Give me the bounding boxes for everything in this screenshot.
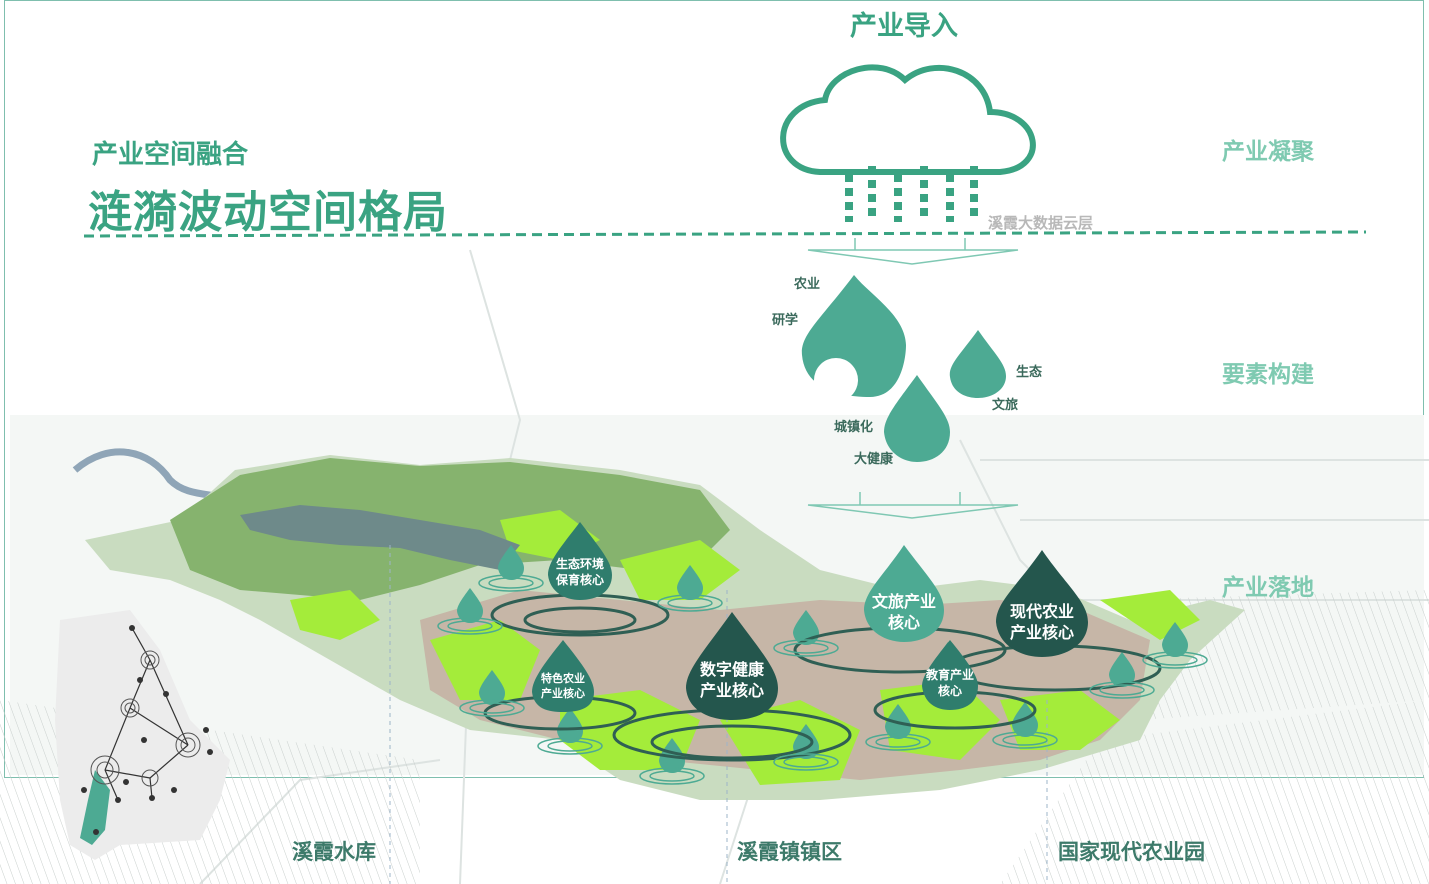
core-6-line1: 教育产业 [925, 667, 974, 682]
separator-dashed-line [83, 230, 1367, 238]
core-drop-digital-health [686, 612, 778, 720]
large-drop-cutout [814, 358, 858, 402]
core-1-line1: 生态环境 [556, 556, 604, 571]
core-drop-special-agriculture [532, 640, 594, 712]
element-health: 大健康 [854, 452, 894, 467]
element-agriculture: 农业 [794, 277, 821, 292]
zone-label-town: 溪霞镇镇区 [737, 840, 842, 864]
core-2-line1: 特色农业 [541, 671, 585, 685]
element-culture-tourism: 文旅 [992, 398, 1019, 413]
down-arrow-bottom [807, 492, 1019, 519]
subtitle: 产业空间融合 [92, 140, 249, 170]
core-3-line1: 数字健康 [700, 660, 765, 679]
core-drop-modern-agriculture [996, 550, 1088, 657]
core-2-line2: 产业核心 [541, 686, 585, 700]
core-5-line1: 现代农业 [1010, 602, 1074, 621]
down-arrow-top [807, 238, 1019, 265]
core-labels: 生态环境 保育核心 特色农业 产业核心 数字健康 产业核心 文旅产业 核心 现代… [541, 556, 1074, 700]
core-6-line2: 核心 [938, 683, 962, 698]
zone-label-reservoir: 溪霞水库 [292, 840, 376, 864]
reservoir [240, 505, 520, 570]
small-ripples [437, 574, 1208, 785]
stage-label-3: 产业落地 [1222, 575, 1314, 601]
stage-label-1: 产业凝聚 [1222, 139, 1314, 165]
cloud-caption: 溪霞大数据云层 [988, 214, 1094, 232]
urbanization-drop [884, 375, 950, 462]
core-4-line1: 文旅产业 [872, 592, 936, 611]
element-ecology: 生态 [1016, 365, 1043, 380]
flow-top-label: 产业导入 [850, 11, 958, 42]
ecology-drop [949, 330, 1006, 398]
cloud-data-bars [845, 166, 978, 222]
core-4-line2: 核心 [888, 613, 920, 632]
core-1-line2: 保育核心 [555, 572, 604, 587]
page-title: 涟漪波动空间格局 [88, 187, 448, 238]
zone-label-agri-park: 国家现代农业园 [1058, 840, 1205, 864]
core-drop-ecology [548, 522, 612, 600]
small-drops [457, 545, 1188, 773]
inset-network-map [55, 610, 230, 860]
core-drop-culture-tourism [864, 545, 944, 642]
element-urbanization: 城镇化 [834, 420, 874, 435]
stage-label-2: 要素构建 [1222, 362, 1314, 388]
core-3-line2: 产业核心 [700, 681, 764, 700]
cloud-icon [780, 64, 1036, 175]
core-5-line2: 产业核心 [1010, 623, 1074, 642]
element-study: 研学 [772, 313, 799, 328]
core-drop-education [922, 640, 978, 710]
